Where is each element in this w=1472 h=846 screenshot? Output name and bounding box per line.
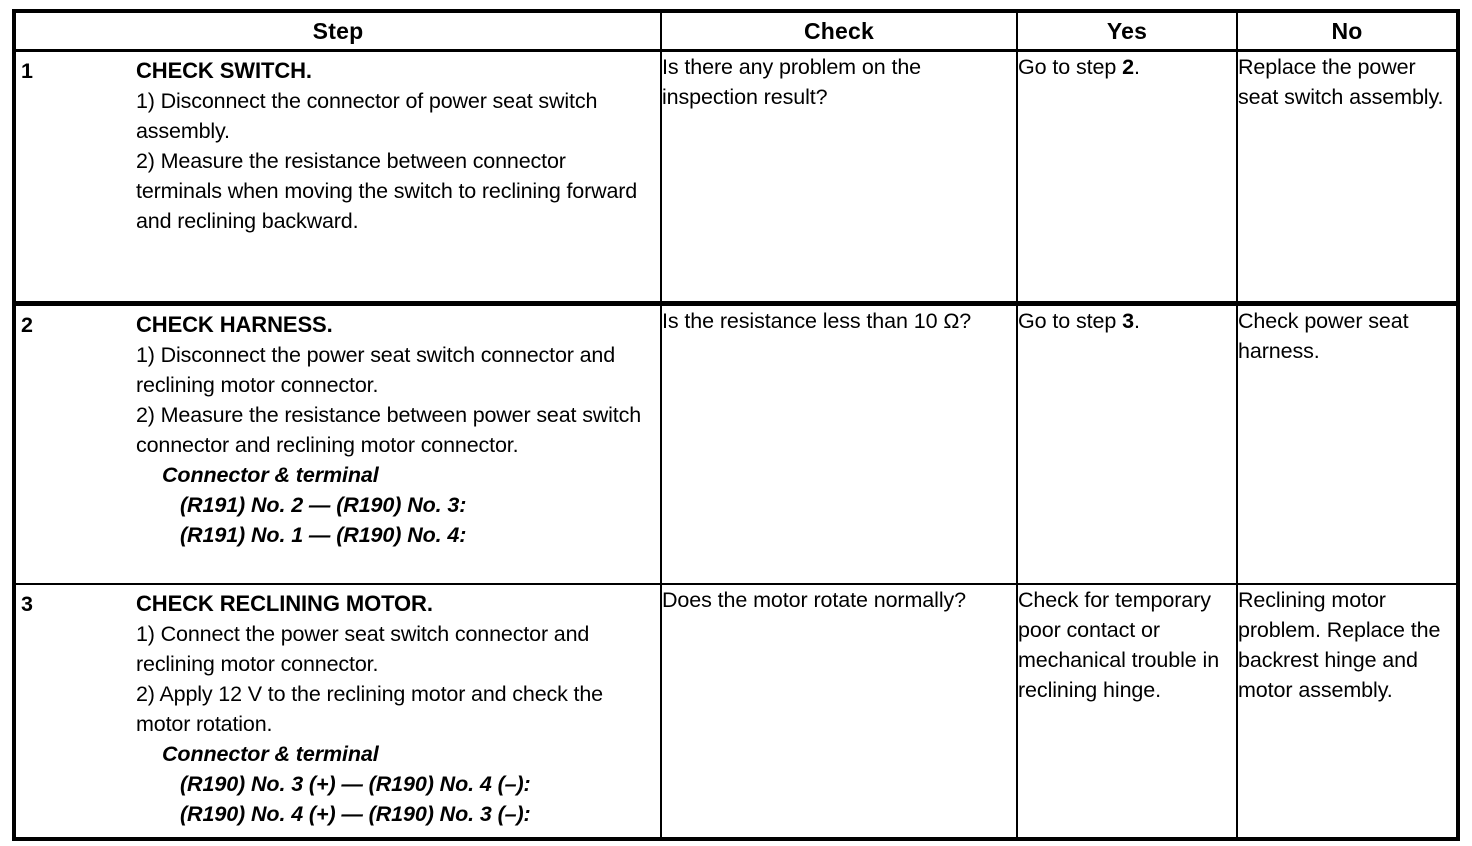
column-header-step: Step xyxy=(13,11,662,52)
step-action-3-1: 1) Connect the power seat switch connect… xyxy=(136,622,590,676)
step-action-3-2: 2) Apply 12 V to the reclining motor and… xyxy=(136,682,603,736)
no-cell-1: Replace the power seat switch assembly. xyxy=(1236,50,1459,306)
yes-cell-1: Go to step 2. xyxy=(1016,50,1238,306)
table-row: 1 CHECK SWITCH. 1) Disconnect the connec… xyxy=(13,50,1459,306)
connector-terminal-3-2: (R190) No. 4 (+) — (R190) No. 3 (–): xyxy=(180,802,531,826)
header-row: Step Check Yes No xyxy=(13,11,1459,52)
check-cell-1: Is there any problem on the inspection r… xyxy=(660,50,1018,306)
yes-step-ref-2: 3 xyxy=(1122,309,1134,333)
connector-terminal-3-1: (R190) No. 3 (+) — (R190) No. 4 (–): xyxy=(180,772,531,796)
yes-step-ref-1: 2 xyxy=(1122,55,1134,79)
column-header-check: Check xyxy=(660,11,1018,52)
step-cell-2: 2 CHECK HARNESS. 1) Disconnect the power… xyxy=(13,303,662,585)
step-action-1-1: 1) Disconnect the connector of power sea… xyxy=(136,89,598,143)
connector-terminal-2-1: (R191) No. 2 — (R190) No. 3: xyxy=(180,493,467,517)
check-cell-3: Does the motor rotate normally? xyxy=(660,584,1018,839)
column-header-yes: Yes xyxy=(1016,11,1238,52)
connector-heading-3: Connector & terminal xyxy=(162,742,379,766)
table-body: 1 CHECK SWITCH. 1) Disconnect the connec… xyxy=(13,50,1459,839)
table-row: 3 CHECK RECLINING MOTOR. 1) Connect the … xyxy=(13,584,1459,839)
connector-terminal-2-2: (R191) No. 1 — (R190) No. 4: xyxy=(180,523,467,547)
table-header: Step Check Yes No xyxy=(13,11,1459,52)
step-body-3: CHECK RECLINING MOTOR. 1) Connect the po… xyxy=(136,589,660,829)
step-cell-1: 1 CHECK SWITCH. 1) Disconnect the connec… xyxy=(13,50,662,306)
step-title-2: CHECK HARNESS. xyxy=(136,312,333,337)
no-cell-2: Check power seat harness. xyxy=(1236,303,1459,585)
yes-text-3: Check for temporary poor contact or mech… xyxy=(1018,588,1220,702)
step-number-1: 1 xyxy=(21,59,33,83)
step-cell-3: 3 CHECK RECLINING MOTOR. 1) Connect the … xyxy=(13,584,662,839)
table-row: 2 CHECK HARNESS. 1) Disconnect the power… xyxy=(13,303,1459,585)
step-action-1-2: 2) Measure the resistance between connec… xyxy=(136,149,638,233)
step-body-2: CHECK HARNESS. 1) Disconnect the power s… xyxy=(136,310,660,550)
connector-heading-2: Connector & terminal xyxy=(162,463,379,487)
yes-suffix-2: . xyxy=(1133,309,1140,333)
check-cell-2: Is the resistance less than 10 Ω? xyxy=(660,303,1018,585)
yes-text-1: Go to step xyxy=(1018,55,1123,79)
step-action-2-2: 2) Measure the resistance between power … xyxy=(136,403,642,457)
step-title-1: CHECK SWITCH. xyxy=(136,58,312,83)
yes-cell-2: Go to step 3. xyxy=(1016,303,1238,585)
step-action-2-1: 1) Disconnect the power seat switch conn… xyxy=(136,343,616,397)
step-number-3: 3 xyxy=(21,592,33,616)
yes-suffix-1: . xyxy=(1133,55,1140,79)
yes-text-2: Go to step xyxy=(1018,309,1123,333)
step-body-1: CHECK SWITCH. 1) Disconnect the connecto… xyxy=(136,56,660,236)
yes-cell-3: Check for temporary poor contact or mech… xyxy=(1016,584,1238,839)
column-header-no: No xyxy=(1236,11,1459,52)
step-number-2: 2 xyxy=(21,313,33,337)
no-cell-3: Reclining motor problem. Replace the bac… xyxy=(1236,584,1459,839)
step-title-3: CHECK RECLINING MOTOR. xyxy=(136,591,433,616)
diagnostic-table: Step Check Yes No 1 CHECK SWITCH. 1) Dis… xyxy=(12,9,1460,841)
